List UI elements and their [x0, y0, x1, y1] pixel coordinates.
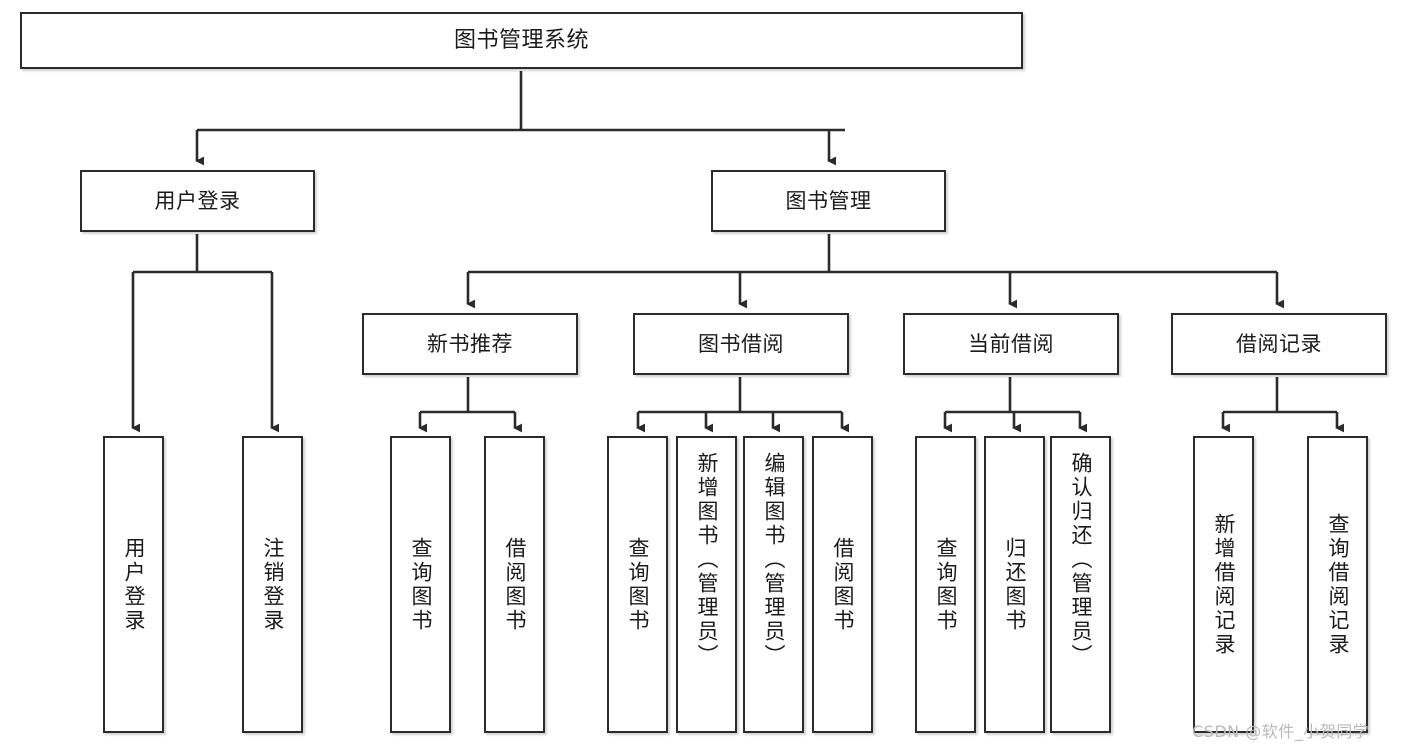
node-label: 查询图书 — [934, 536, 958, 633]
node-label: 新增图书（管理员） — [695, 452, 719, 668]
node-label: 当前借阅 — [968, 331, 1054, 356]
node-leaf-query-book-a[interactable]: 查询图书 — [390, 436, 451, 733]
node-label: 确认归还（管理员） — [1069, 452, 1093, 668]
node-label: 查询图书 — [409, 536, 433, 633]
node-borrow-record[interactable]: 借阅记录 — [1171, 313, 1387, 375]
node-book-management[interactable]: 图书管理 — [711, 170, 946, 232]
node-label: 借阅记录 — [1236, 331, 1322, 356]
node-leaf-query-book-b[interactable]: 查询图书 — [607, 436, 668, 733]
node-leaf-edit-book[interactable]: 编辑图书（管理员） — [743, 436, 804, 733]
node-label: 查询借阅记录 — [1326, 512, 1350, 657]
node-label: 编辑图书（管理员） — [762, 452, 786, 668]
node-root-system[interactable]: 图书管理系统 — [20, 12, 1023, 69]
node-leaf-logout[interactable]: 注销登录 — [242, 436, 303, 733]
node-book-borrow[interactable]: 图书借阅 — [633, 313, 849, 375]
node-leaf-add-borrow-record[interactable]: 新增借阅记录 — [1193, 436, 1254, 733]
node-label: 新书推荐 — [427, 331, 513, 356]
node-label: 图书管理系统 — [453, 27, 589, 53]
node-leaf-add-book[interactable]: 新增图书（管理员） — [676, 436, 737, 733]
node-label: 查询图书 — [626, 536, 650, 633]
node-leaf-confirm-return[interactable]: 确认归还（管理员） — [1050, 436, 1111, 733]
node-leaf-query-borrow-record[interactable]: 查询借阅记录 — [1307, 436, 1368, 733]
node-label: 用户登录 — [122, 536, 146, 633]
node-leaf-return-book[interactable]: 归还图书 — [984, 436, 1045, 733]
node-leaf-user-login[interactable]: 用户登录 — [103, 436, 164, 733]
node-label: 借阅图书 — [503, 536, 527, 633]
node-label: 图书管理 — [785, 188, 872, 213]
node-leaf-query-book-c[interactable]: 查询图书 — [915, 436, 976, 733]
node-current-borrow[interactable]: 当前借阅 — [903, 313, 1119, 375]
node-new-book-recommendation[interactable]: 新书推荐 — [362, 313, 578, 375]
node-leaf-borrow-book-a[interactable]: 借阅图书 — [484, 436, 545, 733]
node-leaf-borrow-book-b[interactable]: 借阅图书 — [812, 436, 873, 733]
node-label: 归还图书 — [1003, 536, 1027, 633]
node-label: 用户登录 — [154, 188, 241, 213]
node-label: 新增借阅记录 — [1212, 512, 1236, 657]
node-label: 注销登录 — [261, 536, 285, 633]
node-label: 图书借阅 — [698, 331, 784, 356]
node-label: 借阅图书 — [831, 536, 855, 633]
node-user-login[interactable]: 用户登录 — [80, 170, 315, 232]
csdn-watermark: CSDN @软件_小贺同学 — [1192, 722, 1370, 741]
